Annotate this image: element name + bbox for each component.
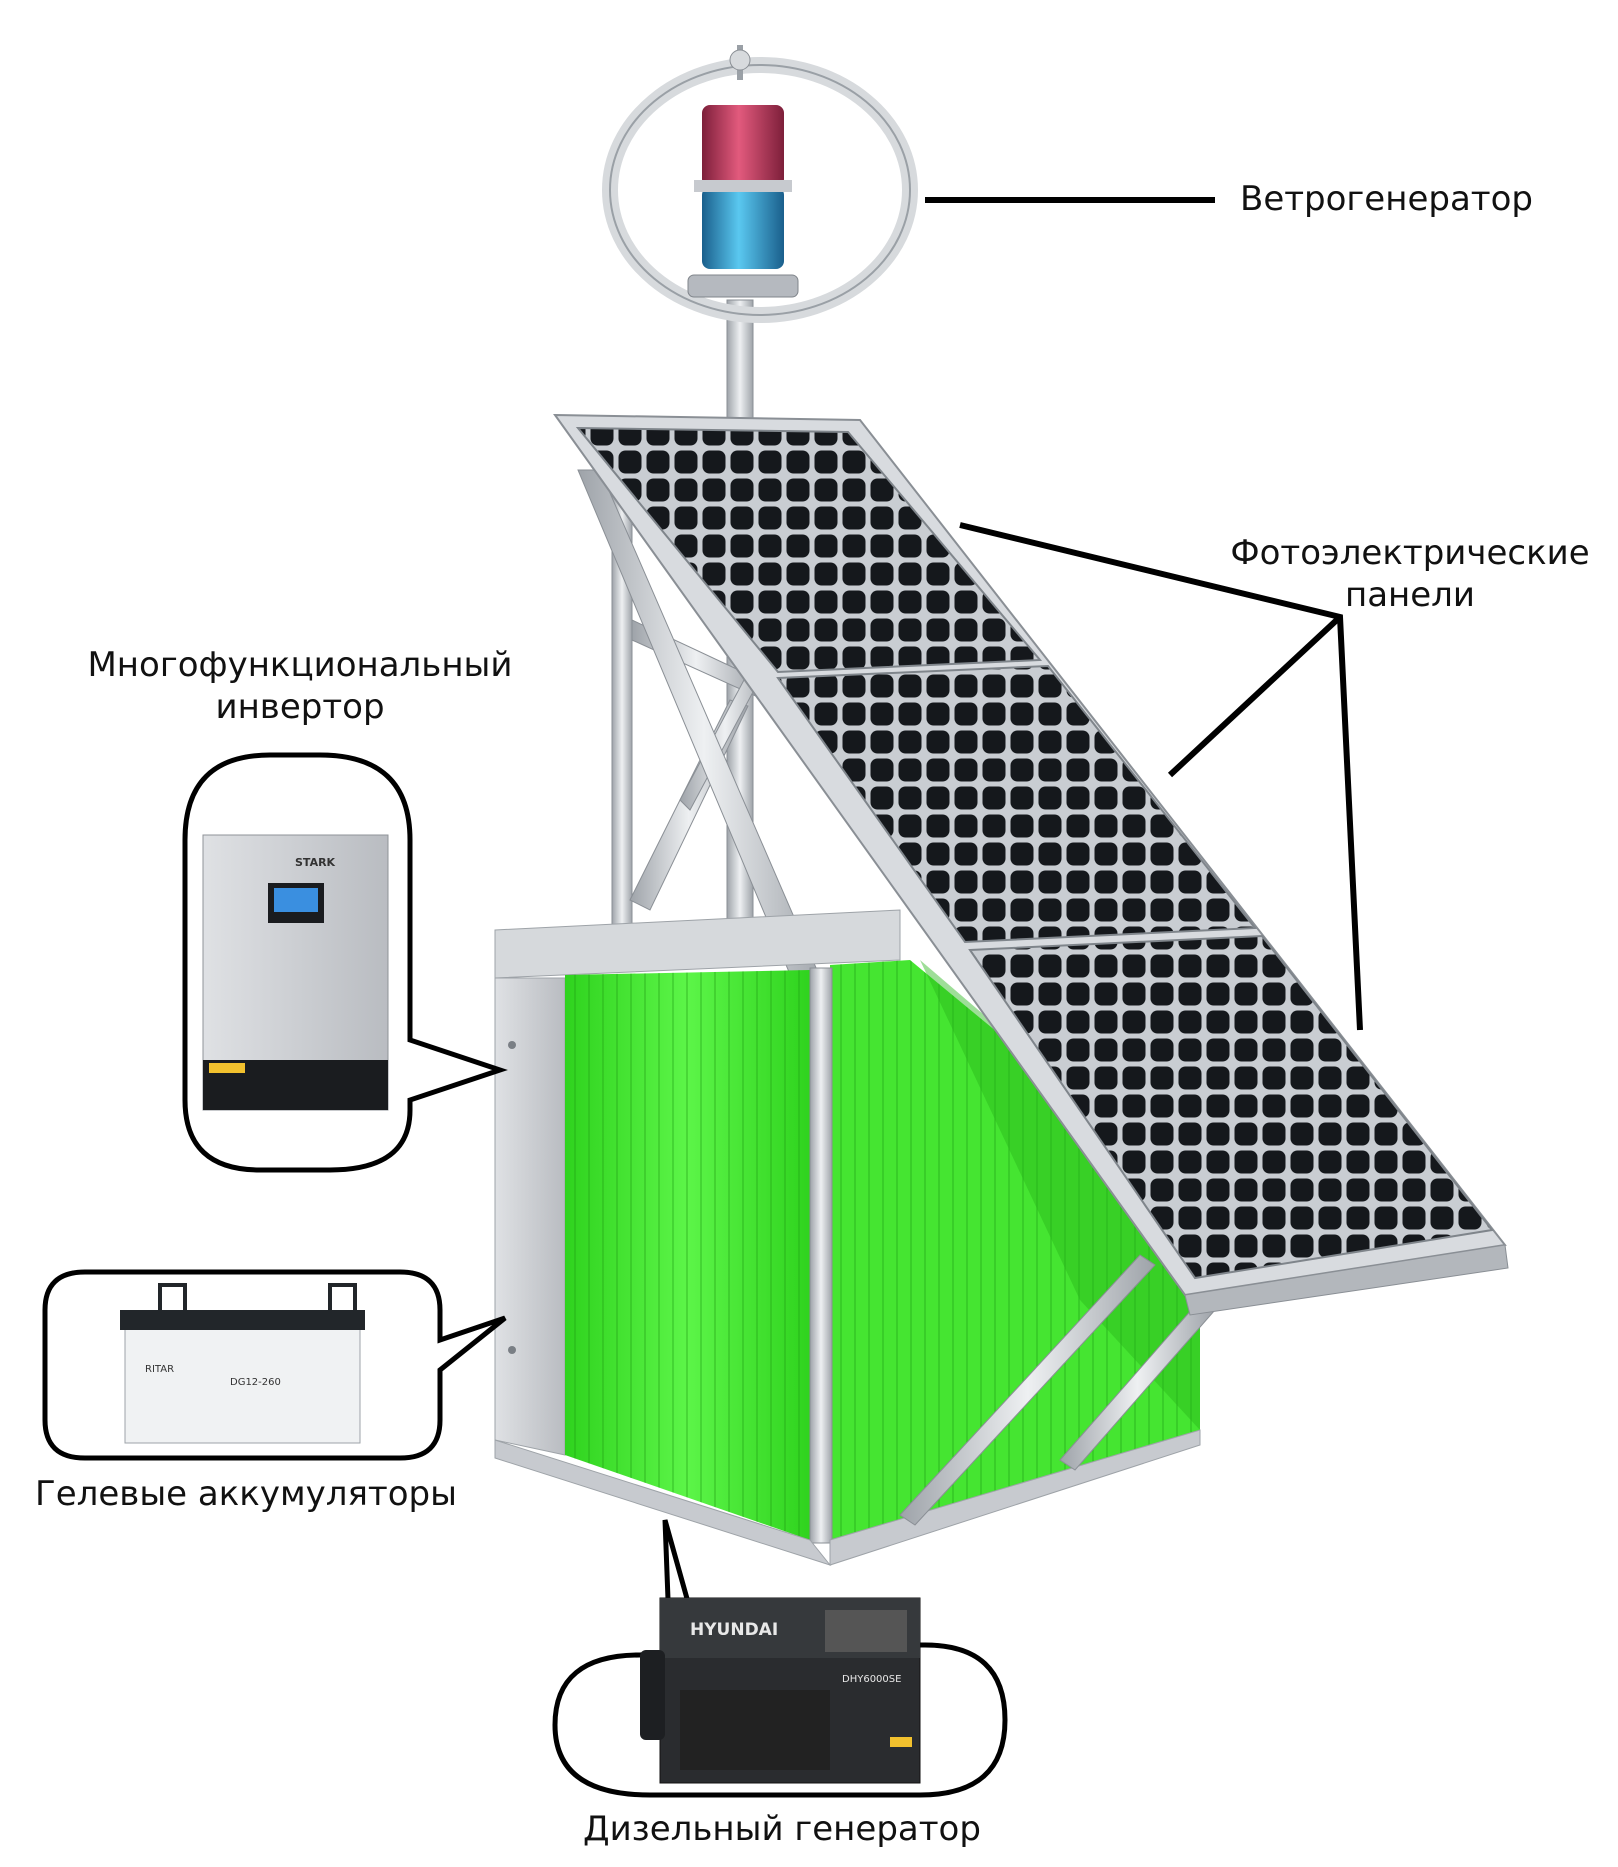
label-inverter-line2: инвертор — [215, 687, 385, 727]
label-wind-generator: Ветрогенератор — [1240, 179, 1533, 219]
solar-panel-1 — [575, 426, 1043, 674]
battery-brand-mark: RITAR — [145, 1364, 174, 1375]
label-pv-panels: Фотоэлектрические панели — [1220, 532, 1600, 616]
battery-callout: RITAR DG12-260 — [42, 1269, 507, 1461]
wind-turbine — [602, 45, 918, 931]
inverter-brand-mark: STARK — [295, 856, 336, 869]
support-frame — [577, 469, 831, 1011]
turbine-rotor-red — [702, 105, 784, 187]
generator-model-mark: DHY6000SE — [842, 1674, 901, 1685]
solar-panels — [553, 413, 1509, 1316]
battery-body — [124, 1324, 361, 1444]
leader-lines — [925, 197, 1363, 1031]
solar-panel-2 — [776, 664, 1257, 944]
label-inverter: Многофункциональный инвертор — [60, 644, 540, 728]
generator-brand-mark: HYUNDAI — [690, 1620, 778, 1640]
label-pv-panels-line1: Фотоэлектрические — [1230, 533, 1590, 573]
label-gel-batteries: Гелевые аккумуляторы — [35, 1474, 457, 1514]
battery-model-mark: DG12-260 — [230, 1377, 281, 1388]
label-pv-panels-line2: панели — [1344, 575, 1476, 615]
label-inverter-line1: Многофункциональный — [87, 645, 513, 685]
label-diesel-generator: Дизельный генератор — [583, 1809, 981, 1849]
turbine-rotor-blue — [702, 187, 784, 269]
inverter-callout: STARK — [182, 752, 508, 1173]
container — [494, 909, 1216, 1566]
solar-panel-3 — [968, 934, 1494, 1280]
generator-callout: HYUNDAI DHY6000SE — [552, 1519, 1008, 1798]
